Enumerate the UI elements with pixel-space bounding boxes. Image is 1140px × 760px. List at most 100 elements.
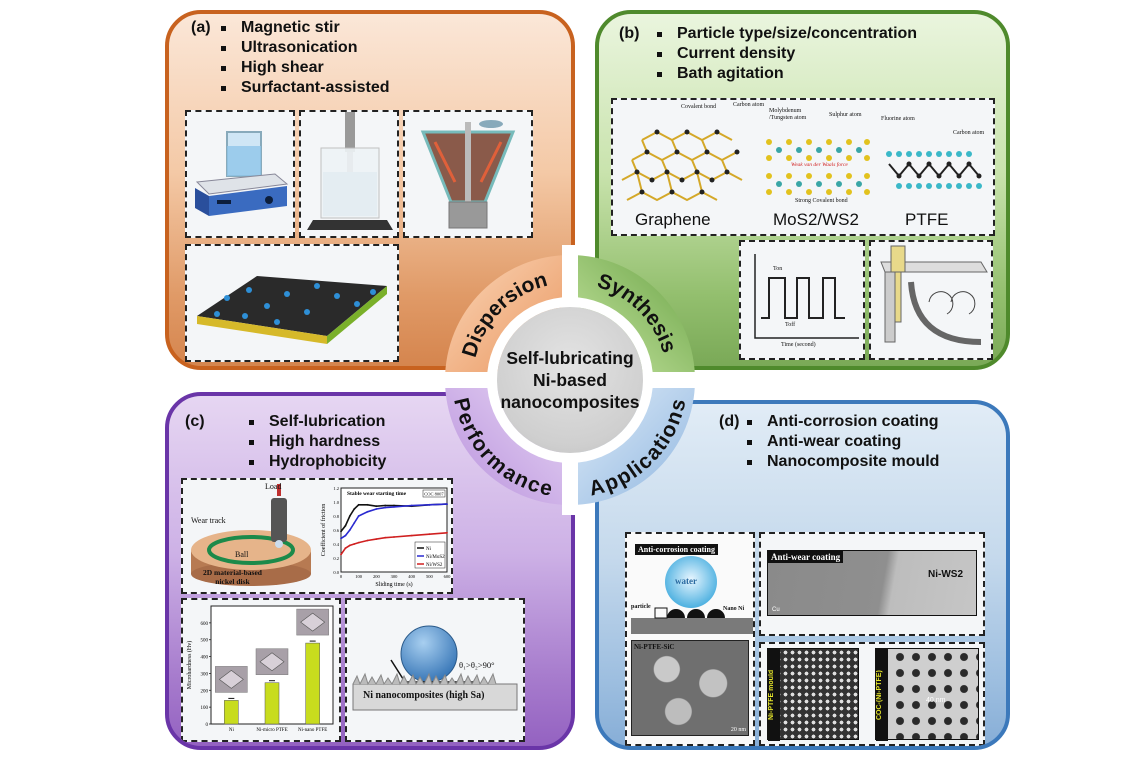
cof-point — [348, 544, 351, 547]
anti-wear-image: Anti-wear coating Ni-WS2 Cu — [759, 532, 985, 636]
mos2-layers-icon — [766, 139, 870, 195]
center-circle: Self-lubricating Ni-based nanocomposites — [497, 307, 643, 453]
cof-point — [375, 508, 378, 510]
probe-stand-icon — [307, 220, 393, 230]
cof-point — [357, 503, 360, 506]
carbon-atom-ptfe-label: Carbon atom — [953, 130, 985, 136]
cof-point — [344, 534, 347, 537]
hardness-category-label: Ni-micro PTFE — [256, 728, 287, 733]
cof-point — [428, 503, 431, 506]
cof-legend-label: Ni/WS2 — [426, 563, 443, 568]
water-label: water — [675, 576, 697, 586]
cof-point — [344, 547, 347, 550]
cu-label: Cu — [772, 607, 780, 613]
hardness-ytick: 300 — [201, 672, 209, 677]
panel-dispersion: (a) Magnetic stir Ultrasonication High s… — [165, 10, 575, 370]
ball-label: Ball — [235, 550, 249, 559]
high-shear-mixer-image — [403, 110, 533, 238]
strong-covalent-label: Strong Covalent bond — [795, 198, 848, 204]
panel-performance: (c) Self-lubrication High hardness Hydro… — [165, 392, 575, 750]
ni-ws2-label: Ni-WS2 — [928, 569, 963, 580]
cof-series-ni-mos2 — [340, 503, 448, 540]
ni-ptfe-mould-label: Ni-PTFE mould — [768, 649, 780, 741]
hardness-category-label: Ni — [229, 728, 235, 733]
disk-label-line2: nickel disk — [215, 577, 250, 586]
cof-point — [353, 522, 356, 524]
cof-point — [353, 508, 356, 510]
cof-point — [393, 506, 395, 508]
cof-point — [384, 504, 387, 507]
bullet-anti-corrosion: Anti-corrosion coating — [743, 412, 939, 432]
t-off-label: Toff — [785, 322, 796, 328]
bullet-current-density: Current density — [653, 44, 917, 64]
central-hub: Dispersion Synthesis Performance Applica… — [415, 225, 725, 535]
anti-corrosion-header: Anti-corrosion coating — [635, 544, 718, 555]
scale-bar-label: 20 nm — [730, 727, 746, 733]
cof-point — [340, 553, 342, 556]
cof-xtick: 300 — [391, 574, 399, 579]
cof-ytick: 0.6 — [333, 528, 339, 533]
anti-corrosion-image: Anti-corrosion coating water particle Na… — [625, 532, 755, 746]
cof-xtick: 600 — [444, 574, 452, 579]
performance-bullets: (c) Self-lubrication High hardness Hydro… — [185, 412, 386, 472]
sem-ni-ws2-image: Anti-wear coating Ni-WS2 Cu — [767, 550, 977, 616]
synthesis-bullets: (b) Particle type/size/concentration Cur… — [619, 24, 917, 84]
cof-point — [393, 504, 395, 507]
cof-point — [353, 543, 356, 545]
panel-applications: (d) Anti-corrosion coating Anti-wear coa… — [595, 400, 1010, 750]
tribology-test-image: Load Wear track Ball 2D material-based n… — [181, 478, 453, 594]
hardness-ytick: 100 — [201, 706, 209, 711]
pulse-xlabel: Time (second) — [781, 342, 816, 348]
surfactant-graphene-sheet-image — [185, 244, 399, 362]
cof-ylabel: Coefficient of friction — [320, 504, 327, 557]
cof-point — [375, 505, 378, 508]
ptfe-label: PTFE — [905, 210, 949, 229]
indent-diamond-icon — [300, 612, 326, 632]
wetting-image: θ₁>θ₂>90° Ni nanocomposites (high Sa) — [345, 598, 525, 742]
hardness-bar — [264, 682, 280, 725]
cof-point — [410, 534, 413, 537]
particle-label: particle — [631, 604, 651, 610]
indent-diamond-icon — [218, 670, 244, 689]
pin-on-disk-icon — [191, 484, 311, 586]
cof-point — [393, 536, 395, 538]
coc-ni-ptfe-label: COC-(Ni-PTFE) — [876, 649, 888, 741]
magnetic-stirrer-image — [185, 110, 295, 238]
hardness-bar — [305, 642, 320, 725]
disk-label: 2D material-based nickel disk — [203, 568, 262, 586]
cof-point — [366, 510, 369, 513]
pulse-axes — [754, 254, 859, 339]
bullet-self-lubrication: Self-lubrication — [245, 412, 386, 432]
cof-point — [428, 533, 431, 536]
ni-ptfe-mould-sem: Ni-PTFE mould — [767, 648, 859, 741]
center-title-line3: nanocomposites — [500, 392, 640, 412]
cof-ytick: 0.8 — [333, 514, 339, 519]
center-title: Self-lubricating Ni-based nanocomposites — [500, 347, 639, 413]
cof-point — [410, 504, 413, 507]
cof-point — [340, 537, 342, 540]
sem-ni-ptfe-sic-image: Ni-PTFE-SiC 20 nm — [631, 640, 749, 736]
cof-ytick: 0.4 — [333, 542, 339, 547]
mould-dimension-label: 40 nm — [926, 697, 946, 704]
bullet-hydrophobicity: Hydrophobicity — [245, 452, 386, 472]
hardness-ytick: 400 — [201, 656, 209, 661]
bullet-bath-agitation: Bath agitation — [653, 64, 917, 84]
carbon-atom-label: Carbon atom — [733, 102, 765, 108]
covalent-bond-label: Covalent bond — [681, 104, 717, 110]
graphene-lattice-icon — [621, 129, 743, 202]
bullet-high-shear: High shear — [217, 58, 390, 78]
mos2-label: MoS2/WS2 — [773, 210, 859, 229]
cof-ytick: 1.0 — [333, 500, 339, 505]
dispersion-bullets: (a) Magnetic stir Ultrasonication High s… — [191, 18, 390, 98]
cof-point — [357, 515, 360, 517]
applications-bullets: (d) Anti-corrosion coating Anti-wear coa… — [603, 412, 939, 472]
lubricant-structures-image: Covalent bond Carbon atom Graphene Molyb… — [611, 98, 995, 236]
rough-surface-icon — [352, 683, 518, 711]
cof-legend-label: Ni — [426, 547, 432, 552]
panel-tag: (d) — [719, 413, 740, 430]
center-title-line2: Ni-based — [533, 370, 607, 390]
cof-point — [384, 536, 387, 539]
cof-point — [446, 531, 448, 534]
